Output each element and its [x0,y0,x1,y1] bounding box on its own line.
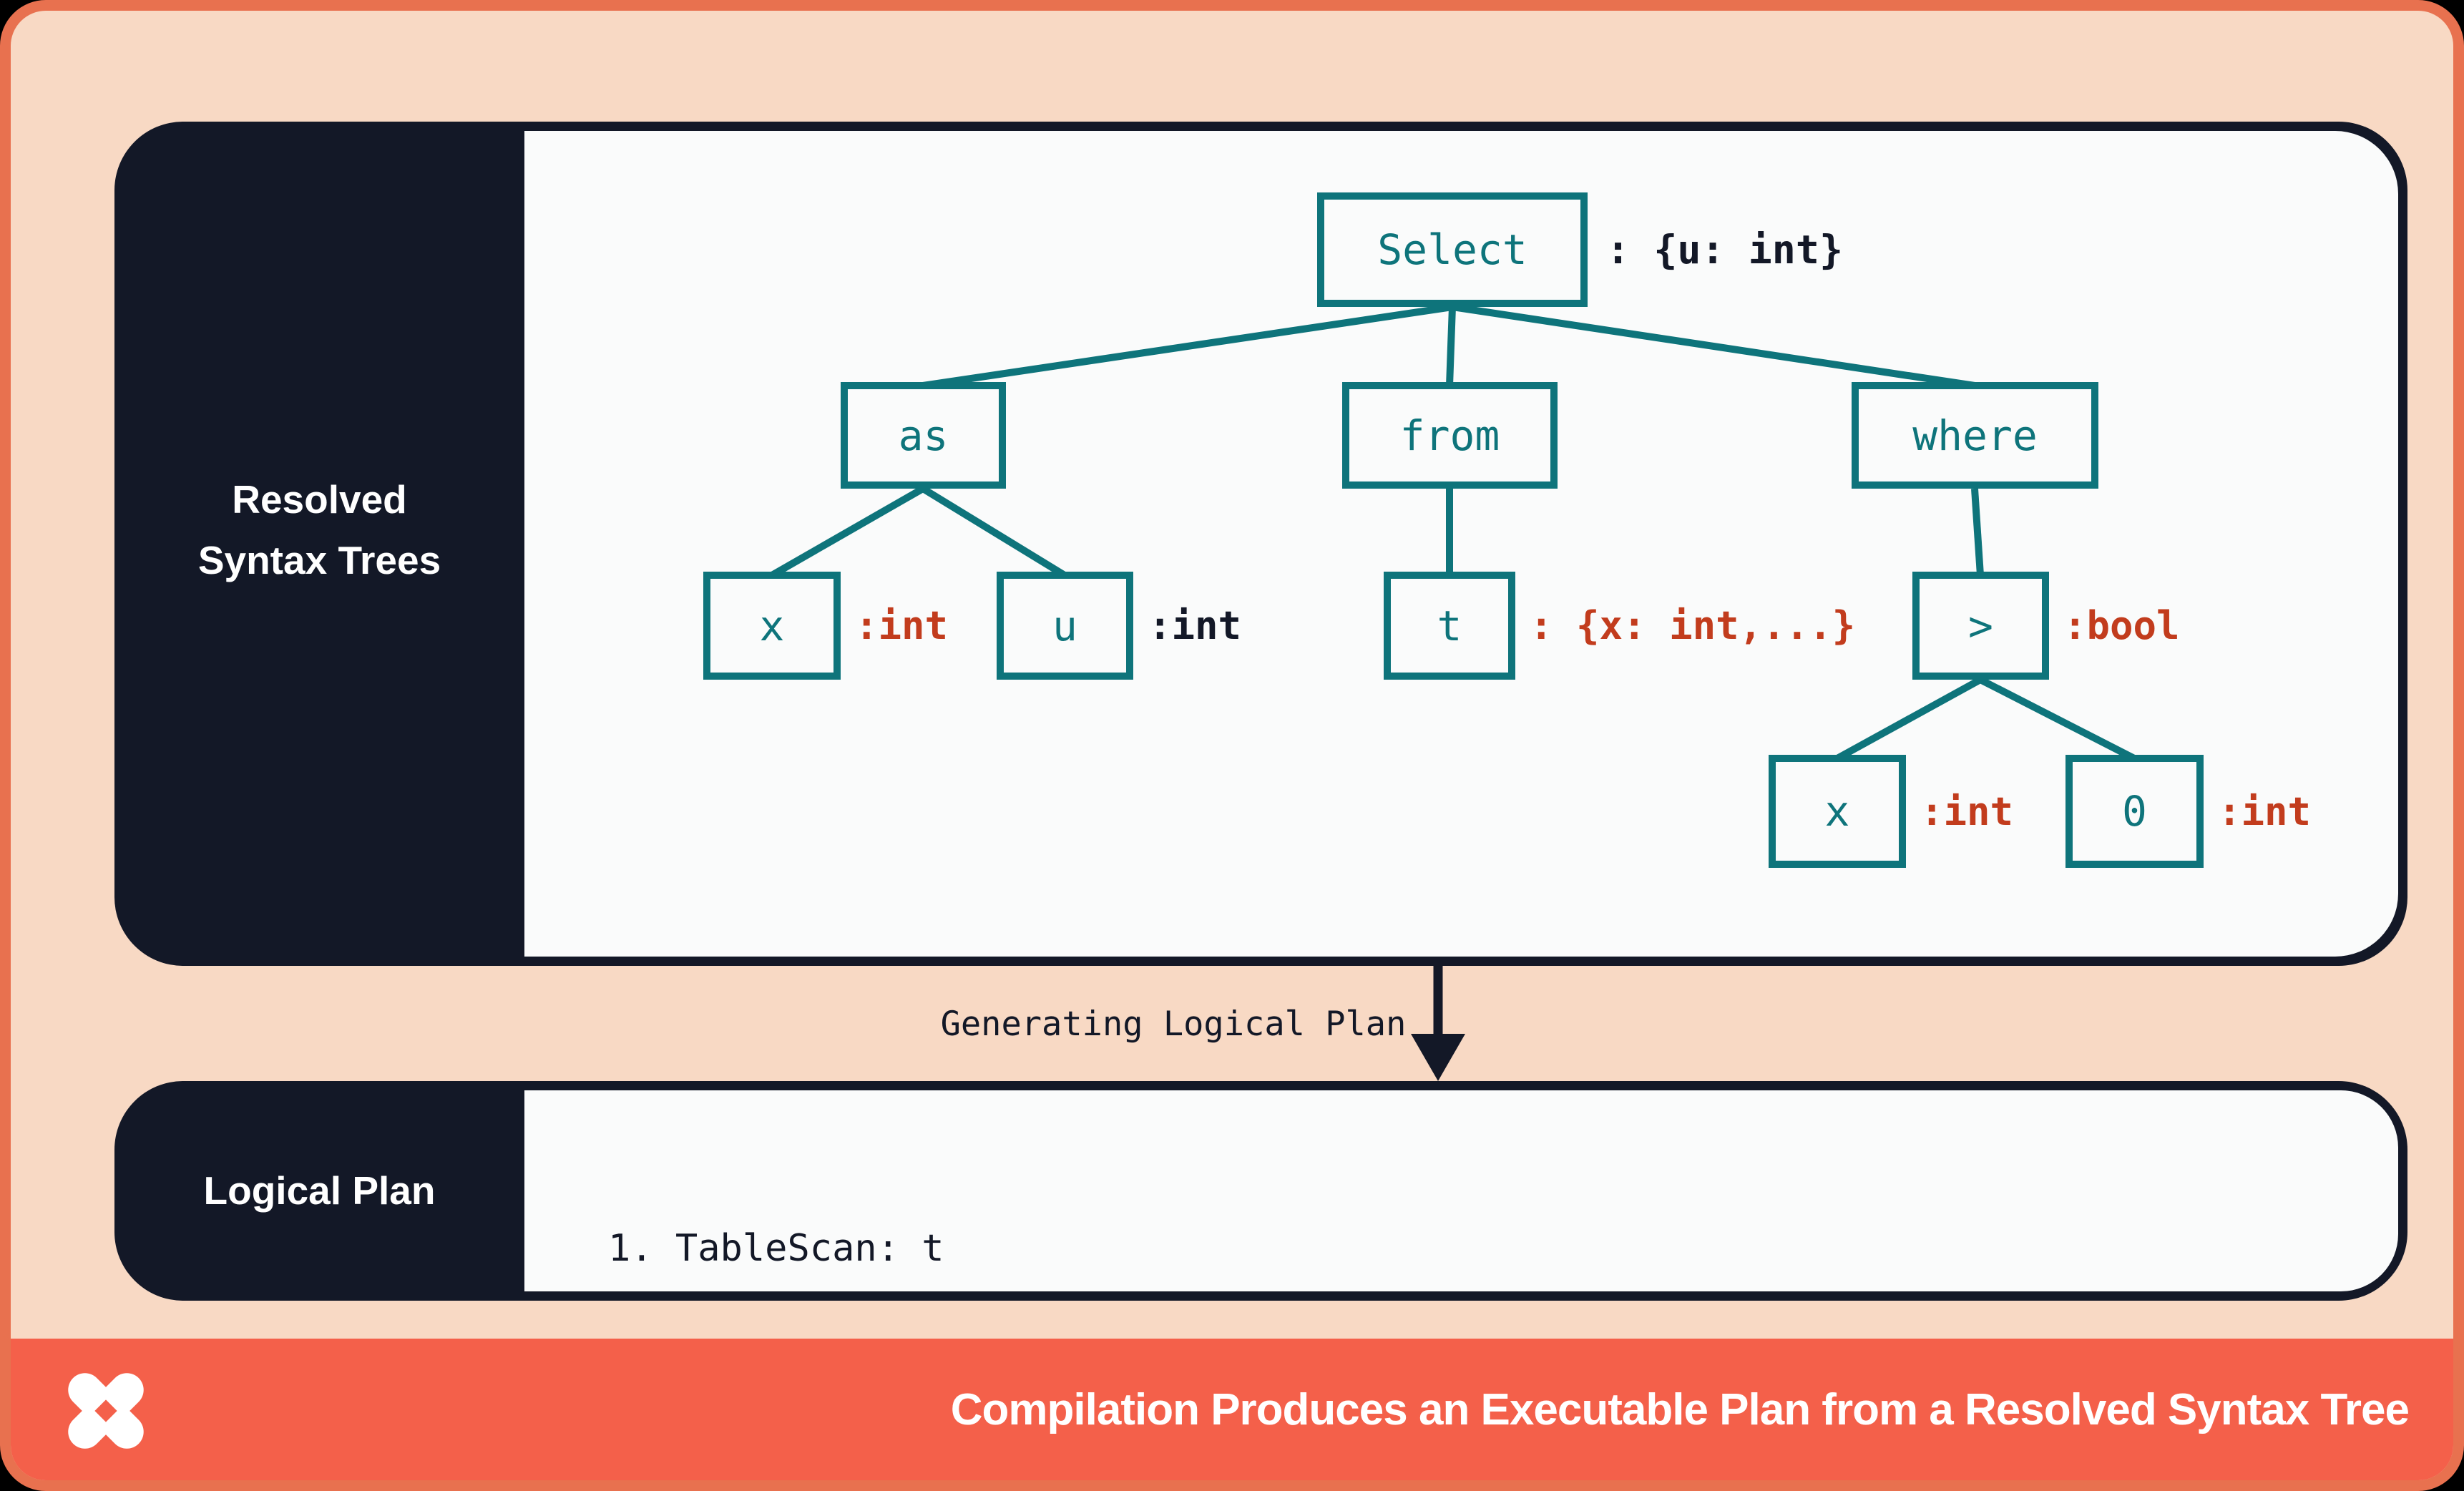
tree-node-x2: x [1769,755,1906,868]
logical-plan-panel: Logical Plan 1. TableScan: t 2. Filter: … [114,1081,2407,1416]
type-annotation-gt: :bool [2063,603,2180,648]
edge-select-where [1452,303,1975,389]
edge-select-as [922,303,1453,389]
plan-step-1: 1. TableScan: t [608,1227,944,1270]
type-annotation-x2: :int [1920,788,2014,834]
logical-plan-canvas [524,1090,2398,1291]
tree-node-where: where [1852,382,2098,489]
arrow-down-icon [1411,966,1465,1081]
edge-as-x [770,485,925,579]
resolved-panel-label: Resolved Syntax Trees [114,469,524,591]
type-annotation-zero: :int [2218,788,2312,834]
type-annotation-x1: :int [855,603,949,648]
resolved-panel-label-line1: Resolved [232,477,407,522]
dolt-x-logo [68,1373,144,1449]
edge-as-u [921,485,1067,579]
edge-gt-x [1835,676,1983,762]
tree-node-gt: > [1912,572,2049,680]
type-annotation-u: :int [1148,603,1242,648]
type-annotation-t: : {x: int,...} [1530,603,1856,648]
transition-label: Generating Logical Plan [940,1004,1407,1044]
edge-select-from [1446,306,1456,386]
tree-node-zero: 0 [2065,755,2204,868]
type-annotation-select: : {u: int} [1606,227,1844,273]
resolved-syntax-trees-panel: Resolved Syntax Trees Select as [114,122,2407,966]
tree-node-as: as [841,382,1006,489]
footer-band: Compilation Produces an Executable Plan … [11,1339,2453,1480]
tree-node-x1: x [703,572,841,680]
tree-edges [770,303,2136,762]
tree-node-select: Select [1317,192,1588,307]
slide-title: Compilation Produces an Executable Plan … [950,1384,2410,1434]
tree-node-u: u [997,572,1133,680]
resolved-panel-label-line2: Syntax Trees [197,538,441,582]
edge-where-gt [1971,488,1984,576]
tree-node-from: from [1342,382,1558,489]
logical-plan-panel-label: Logical Plan [203,1168,436,1213]
tree-node-t: t [1384,572,1515,680]
edge-gt-zero [1978,676,2136,762]
